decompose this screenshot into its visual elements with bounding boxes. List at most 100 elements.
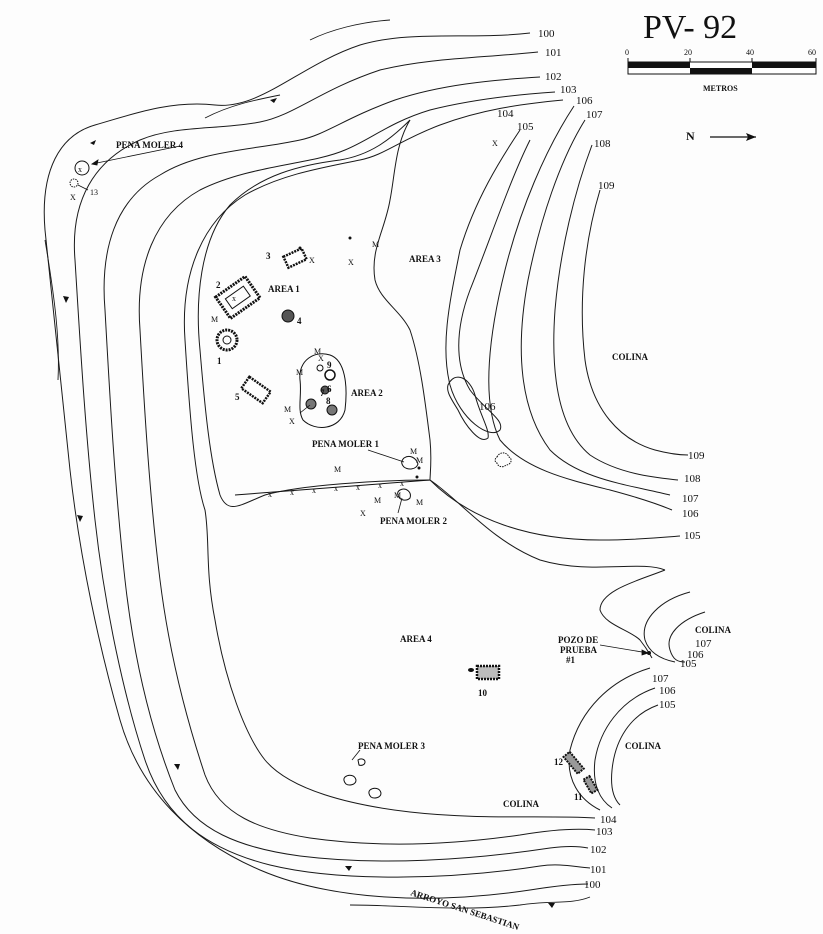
svg-text:x: x bbox=[232, 294, 236, 303]
feature-number: 9 bbox=[327, 360, 332, 370]
pena-moler-4-label: PENA MOLER 4 bbox=[116, 140, 184, 150]
feature-4-circle bbox=[281, 309, 295, 323]
contour-plateau bbox=[197, 119, 666, 571]
svg-text:X: X bbox=[360, 509, 366, 518]
contour-106-east bbox=[488, 105, 673, 511]
scale-unit: METROS bbox=[703, 84, 738, 93]
svg-text:x: x bbox=[312, 486, 316, 495]
svg-text:X: X bbox=[492, 139, 498, 148]
feature-number: 2 bbox=[216, 280, 221, 290]
artifact-marks: M X X M M M X M X M M M M M X M X X bbox=[70, 139, 498, 518]
contour-label: 109 bbox=[688, 450, 705, 462]
feature-1-circle bbox=[215, 328, 239, 352]
svg-text:X: X bbox=[289, 417, 295, 426]
svg-text:M: M bbox=[372, 240, 379, 249]
contour-label: 106 bbox=[682, 508, 699, 520]
area-2-enclosure bbox=[299, 353, 347, 428]
feature-8-circle bbox=[326, 404, 338, 416]
scale-tick-40: 40 bbox=[746, 48, 754, 57]
feature-number: 4 bbox=[297, 316, 302, 326]
contour-label: 102 bbox=[590, 844, 607, 856]
contour-107-east bbox=[520, 119, 671, 496]
leader-lines bbox=[77, 145, 650, 761]
feature-9-circle bbox=[324, 369, 336, 381]
contour-label: 109 bbox=[598, 180, 615, 192]
map-title: PV- 92 bbox=[643, 9, 737, 46]
pena-moler-2-rock bbox=[397, 488, 411, 501]
pena-moler-1-rock bbox=[401, 455, 419, 470]
pena-moler-4-circle bbox=[74, 160, 90, 176]
svg-text:x: x bbox=[356, 483, 360, 492]
contour-label: 101 bbox=[545, 47, 562, 59]
arroyo-label: ARROYO SAN SEBASTIAN bbox=[409, 887, 521, 932]
stream-north-2 bbox=[204, 94, 281, 119]
area-4-label: AREA 4 bbox=[400, 634, 432, 644]
contour-label: 107 bbox=[695, 638, 712, 650]
feature-2-structure bbox=[213, 274, 263, 321]
contour-label: 108 bbox=[684, 473, 701, 485]
svg-text:X: X bbox=[348, 258, 354, 267]
feature-number: 3 bbox=[266, 251, 271, 261]
contour-109-east bbox=[581, 189, 689, 456]
svg-text:M: M bbox=[314, 347, 321, 356]
feature-6-circle bbox=[320, 385, 330, 395]
contour-label: 106 bbox=[687, 649, 704, 661]
features: x x bbox=[69, 160, 651, 799]
feature-number: 12 bbox=[554, 757, 564, 767]
feature-number: 5 bbox=[235, 392, 240, 402]
scale-tick-0: 0 bbox=[625, 48, 629, 57]
contour-label: 102 bbox=[545, 71, 562, 83]
contour-label: 105 bbox=[684, 530, 701, 542]
svg-text:x: x bbox=[268, 490, 272, 499]
bush-symbol bbox=[494, 452, 512, 468]
contour-101 bbox=[73, 51, 591, 878]
contour-107-se-b bbox=[568, 667, 651, 811]
colina-label: COLINA bbox=[612, 352, 649, 362]
contour-lines bbox=[43, 32, 706, 899]
contour-label: 108 bbox=[594, 138, 611, 150]
svg-text:M: M bbox=[416, 456, 423, 465]
pozo-label-2: PRUEBA bbox=[560, 645, 598, 655]
contour-label: 101 bbox=[590, 864, 607, 876]
pena-moler-1-label: PENA MOLER 1 bbox=[312, 439, 380, 449]
contour-108-east bbox=[553, 144, 679, 481]
svg-text:M: M bbox=[296, 368, 303, 377]
feature-10-structure bbox=[475, 664, 501, 681]
svg-text:M: M bbox=[334, 465, 341, 474]
svg-text:X: X bbox=[318, 354, 324, 363]
svg-text:x: x bbox=[334, 484, 338, 493]
contour-100 bbox=[43, 32, 589, 899]
stream-arroyo bbox=[349, 896, 591, 909]
feature-number: 11 bbox=[574, 792, 583, 802]
feature-number: 8 bbox=[326, 396, 331, 406]
feature-11-structure bbox=[582, 774, 599, 795]
north-label: N bbox=[686, 129, 695, 143]
svg-text:M: M bbox=[284, 405, 291, 414]
feature-number: 13 bbox=[90, 188, 98, 197]
contour-105-se-b bbox=[611, 704, 659, 806]
contour-label: 100 bbox=[538, 28, 555, 40]
pena-moler-2-label: PENA MOLER 2 bbox=[380, 516, 448, 526]
colina-label: COLINA bbox=[695, 625, 732, 635]
area-2-label: AREA 2 bbox=[351, 388, 383, 398]
svg-text:X: X bbox=[70, 193, 76, 202]
pena-moler-3-rock bbox=[343, 774, 357, 786]
streams bbox=[44, 19, 591, 909]
contour-label: 106 bbox=[479, 401, 496, 413]
contour-label: 106 bbox=[659, 685, 676, 697]
contour-105-top bbox=[445, 129, 531, 434]
stream-west bbox=[44, 239, 59, 381]
feature-3-structure bbox=[281, 246, 309, 270]
svg-text:x: x bbox=[78, 165, 82, 174]
feature-number: 7 bbox=[320, 388, 325, 398]
contour-104 bbox=[183, 99, 596, 819]
colina-label: COLINA bbox=[503, 799, 540, 809]
contour-label: 104 bbox=[600, 814, 617, 826]
feature-number: 10 bbox=[478, 688, 488, 698]
contour-105-se-a bbox=[599, 569, 666, 659]
contour-106-pond bbox=[447, 376, 489, 440]
scale-tick-60: 60 bbox=[808, 48, 816, 57]
contour-label: 105 bbox=[517, 121, 534, 133]
feature-5-structure bbox=[239, 375, 273, 405]
